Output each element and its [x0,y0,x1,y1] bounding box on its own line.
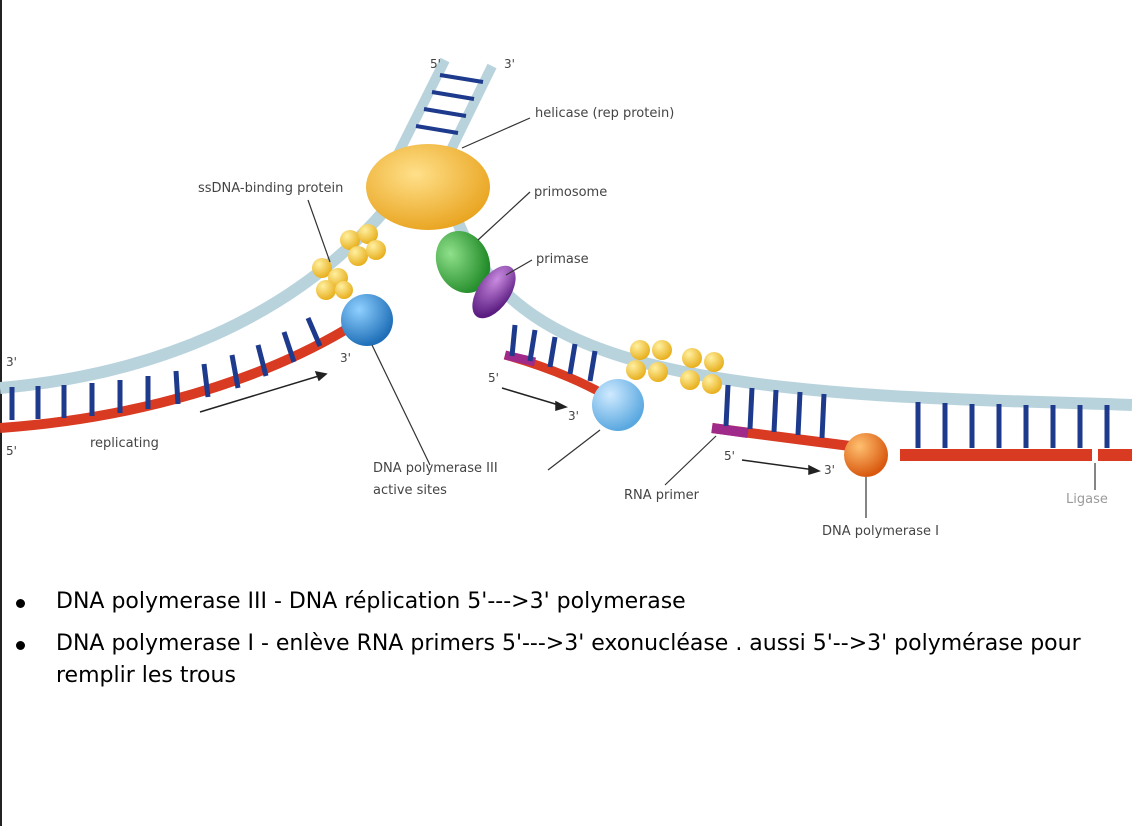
left-border [0,0,2,826]
leader-primase [505,259,533,276]
bullet-item: DNA polymerase I - enlève RNA primers 5'… [16,628,1116,692]
leader-rna-primer [664,435,717,486]
helicase-shape [366,144,490,230]
pol3-leading-shape [341,294,393,346]
leader-helicase [461,117,531,149]
ssb-proteins-right [626,340,724,394]
end-lag1-3: 3' [568,409,579,423]
bullet-dot [16,641,25,650]
label-rna-primer: RNA primer [624,488,700,503]
leading-rungs [9,317,323,420]
label-pol1: DNA polymerase I [822,524,939,539]
ligase-gap [1092,449,1098,463]
label-primosome: primosome [534,185,607,200]
arrow-lagging-2 [741,459,816,471]
leader-primosome [477,191,531,241]
bullet-item: DNA polymerase III - DNA réplication 5'-… [16,586,1116,618]
end-lag2-5: 5' [724,449,735,463]
pol3-lagging-shape [592,379,644,431]
leading-new-strand [0,325,348,433]
label-replicating: replicating [90,436,159,451]
leader-pol3-b [547,429,601,471]
dna-replication-diagram: helicase (rep protein) ssDNA-binding pro… [0,57,1132,539]
leader-ssb [307,199,331,263]
leading-template-strand [0,206,390,394]
label-helicase: helicase (rep protein) [535,106,674,121]
label-ssdna-binding: ssDNA-binding protein [198,181,343,196]
end-left-5: 5' [6,444,17,458]
bullet-text-pol1: DNA polymerase I - enlève RNA primers 5'… [56,631,1081,688]
bullet-text-pol3: DNA polymerase III - DNA réplication 5'-… [56,589,686,614]
leader-pol3-a [371,344,431,466]
end-top-5: 5' [430,57,441,71]
parental-duplex [390,57,497,163]
end-lag1-5: 5' [488,371,499,385]
bullet-dot [16,599,25,608]
primase-shape [472,265,516,319]
end-lead-3: 3' [340,351,351,365]
primosome-shape [435,230,491,294]
label-ligase: Ligase [1066,492,1108,507]
bullet-list: DNA polymerase III - DNA réplication 5'-… [16,586,1116,702]
end-top-3: 3' [504,57,515,71]
arrow-replicating [199,374,323,413]
arrow-lagging-1 [501,387,563,407]
pol1-shape [844,433,888,477]
end-left-3: 3' [6,355,17,369]
label-primase: primase [536,252,589,267]
ssb-proteins-left [312,224,386,300]
rna-primer-2 [711,423,749,438]
end-lag2-3: 3' [824,463,835,477]
label-pol3-line2: active sites [373,483,447,498]
label-pol3: DNA polymerase III [373,461,498,476]
